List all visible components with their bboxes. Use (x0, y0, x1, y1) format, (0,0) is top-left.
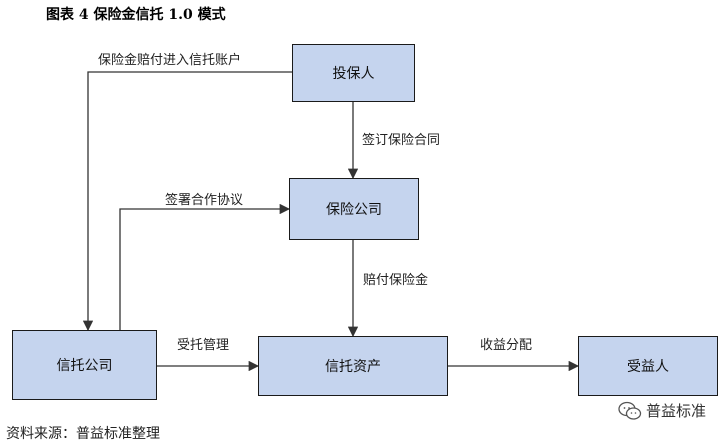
node-baoxian-gongsi: 保险公司 (289, 178, 419, 240)
wechat-icon (618, 401, 642, 420)
edge-label-peifu-baoxianjin: 赔付保险金 (363, 273, 429, 288)
edge-label-shouyi-fenpei: 收益分配 (480, 338, 533, 353)
node-shouyiren: 受益人 (578, 336, 718, 396)
edge-label-qianding-hetong: 签订保险合同 (362, 133, 441, 148)
node-toubaoren: 投保人 (292, 44, 415, 102)
watermark: 普益标准 (618, 400, 706, 421)
edge-label-peifu-jinru: 保险金赔付进入信托账户 (98, 53, 242, 68)
watermark-text: 普益标准 (645, 402, 706, 420)
edge-label-qianshu-xieyi: 签署合作协议 (165, 193, 244, 208)
edge-label-shoutuo-guanli: 受托管理 (177, 338, 230, 353)
figure-title: 图表 4 保险金信托 1.0 模式 (46, 7, 226, 23)
node-xintuo-zichan: 信托资产 (258, 336, 448, 396)
node-xintuo-gongsi: 信托公司 (12, 330, 157, 400)
source-note: 资料来源：普益标准整理 (6, 426, 160, 442)
edge-peifu-jinru (82, 71, 292, 332)
edge-qianshu-xieyi (119, 203, 291, 330)
